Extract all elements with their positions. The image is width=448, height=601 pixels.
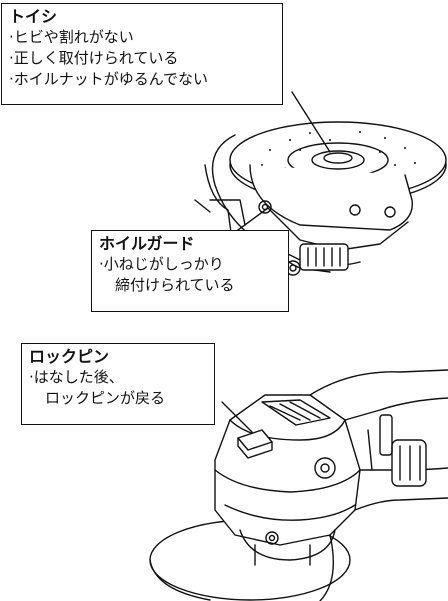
callout-lockpin-item: ·はなした後、 — [29, 368, 124, 386]
callout-wheel-guard: ホイルガード ·小ねじがしっかり 締付けられている — [91, 230, 289, 312]
callout-guard-title: ホイルガード — [99, 234, 195, 253]
callout-wheel: トイシ ·ヒビや割れがない ·正しく取付けられている ·ホイルナットがゆるんでな… — [1, 3, 283, 105]
callout-lockpin-title: ロックピン — [29, 347, 110, 366]
callout-wheel-item: ·ヒビや割れがない — [9, 28, 134, 46]
callout-lock-pin: ロックピン ·はなした後、 ロックピンが戻る — [21, 343, 215, 425]
callout-lockpin-item: ロックピンが戻る — [45, 389, 166, 407]
callout-wheel-item: ·ホイルナットがゆるんでない — [9, 70, 209, 88]
callout-wheel-title: トイシ — [9, 7, 58, 26]
callout-guard-item: 締付けられている — [115, 276, 235, 294]
callout-wheel-item: ·正しく取付けられている — [9, 49, 179, 67]
callout-guard-item: ·小ねじがしっかり — [99, 255, 224, 273]
